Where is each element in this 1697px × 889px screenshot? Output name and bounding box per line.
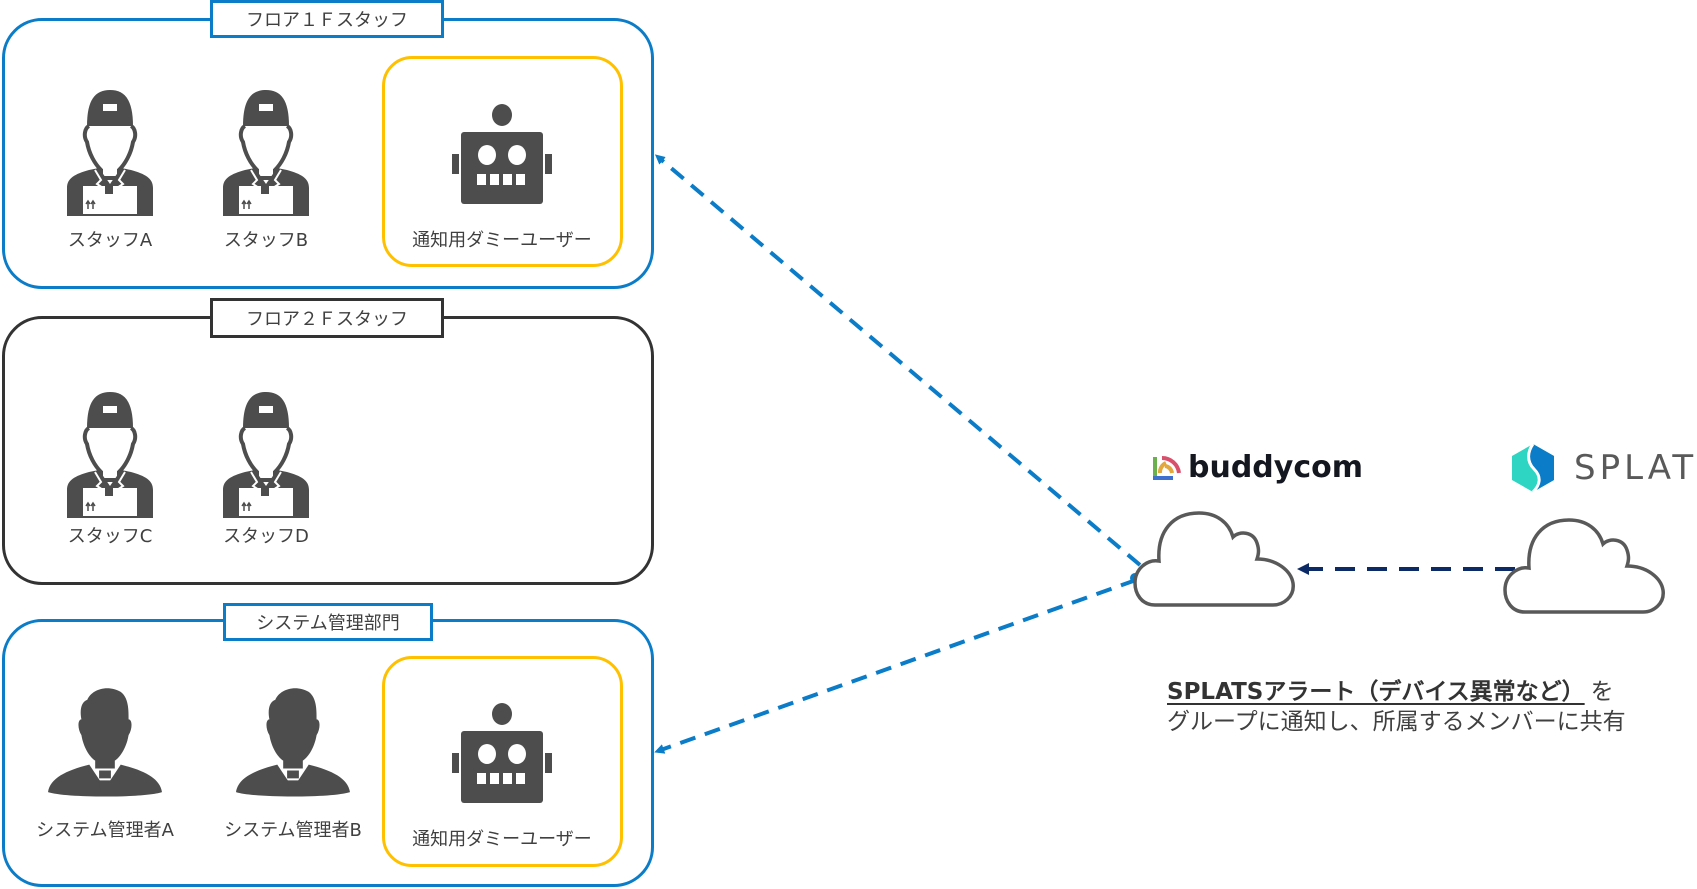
- member-label: システム管理者A: [36, 820, 174, 841]
- caption: SPLATSアラート（デバイス異常など）を グループに通知し、所属するメンバーに…: [1167, 677, 1626, 737]
- admin-icon: [234, 686, 352, 799]
- dummy-user-frame-floor1: [382, 56, 623, 267]
- member-staff-b[interactable]: スタッフB: [196, 88, 336, 252]
- staff-icon: [65, 390, 155, 520]
- connector-buddycom-to-system: [654, 578, 1137, 754]
- robot-icon: [451, 703, 553, 803]
- member-label: スタッフB: [223, 230, 309, 251]
- caption-line2: グループに通知し、所属するメンバーに共有: [1167, 709, 1626, 735]
- member-dummy-user-system[interactable]: 通知用ダミーユーザー: [392, 703, 612, 851]
- member-staff-c[interactable]: スタッフC: [40, 390, 180, 548]
- member-label: 通知用ダミーユーザー: [412, 829, 592, 850]
- member-label: システム管理者B: [224, 820, 362, 841]
- buddycom-logo: buddycom: [1152, 448, 1363, 486]
- splats-cloud-icon: [1503, 504, 1667, 616]
- robot-icon: [451, 104, 553, 204]
- staff-icon: [221, 88, 311, 218]
- group-floor1-label: フロア１Ｆスタッフ: [210, 0, 444, 38]
- member-label: 通知用ダミーユーザー: [412, 230, 592, 251]
- staff-icon: [65, 88, 155, 218]
- buddycom-cloud-icon: [1133, 497, 1297, 609]
- admin-icon: [46, 686, 164, 799]
- group-system-label: システム管理部門: [223, 603, 433, 641]
- splats-logo-icon: [1512, 443, 1554, 493]
- group-floor2-label: フロア２Ｆスタッフ: [210, 298, 444, 338]
- staff-icon: [221, 390, 311, 520]
- member-label: スタッフC: [67, 526, 153, 547]
- member-label: スタッフA: [67, 230, 153, 251]
- member-admin-a[interactable]: システム管理者A: [25, 686, 185, 842]
- buddycom-logo-icon: [1153, 455, 1181, 480]
- dummy-user-frame-system: [382, 656, 623, 867]
- splats-logo: SPLATS: [1510, 443, 1697, 493]
- caption-line1: SPLATSアラート（デバイス異常など）を: [1167, 677, 1626, 707]
- member-admin-b[interactable]: システム管理者B: [213, 686, 373, 842]
- connector-buddycom-to-floor1: [654, 154, 1142, 567]
- member-staff-d[interactable]: スタッフD: [196, 390, 336, 548]
- member-dummy-user-floor1[interactable]: 通知用ダミーユーザー: [392, 104, 612, 252]
- buddycom-logo-text: buddycom: [1188, 449, 1363, 485]
- caption-highlight: SPLATSアラート（デバイス異常など）: [1167, 679, 1585, 705]
- member-label: スタッフD: [223, 526, 309, 547]
- caption-line1-rest: を: [1590, 679, 1614, 705]
- member-staff-a[interactable]: スタッフA: [40, 88, 180, 252]
- splats-logo-text: SPLATS: [1574, 448, 1697, 488]
